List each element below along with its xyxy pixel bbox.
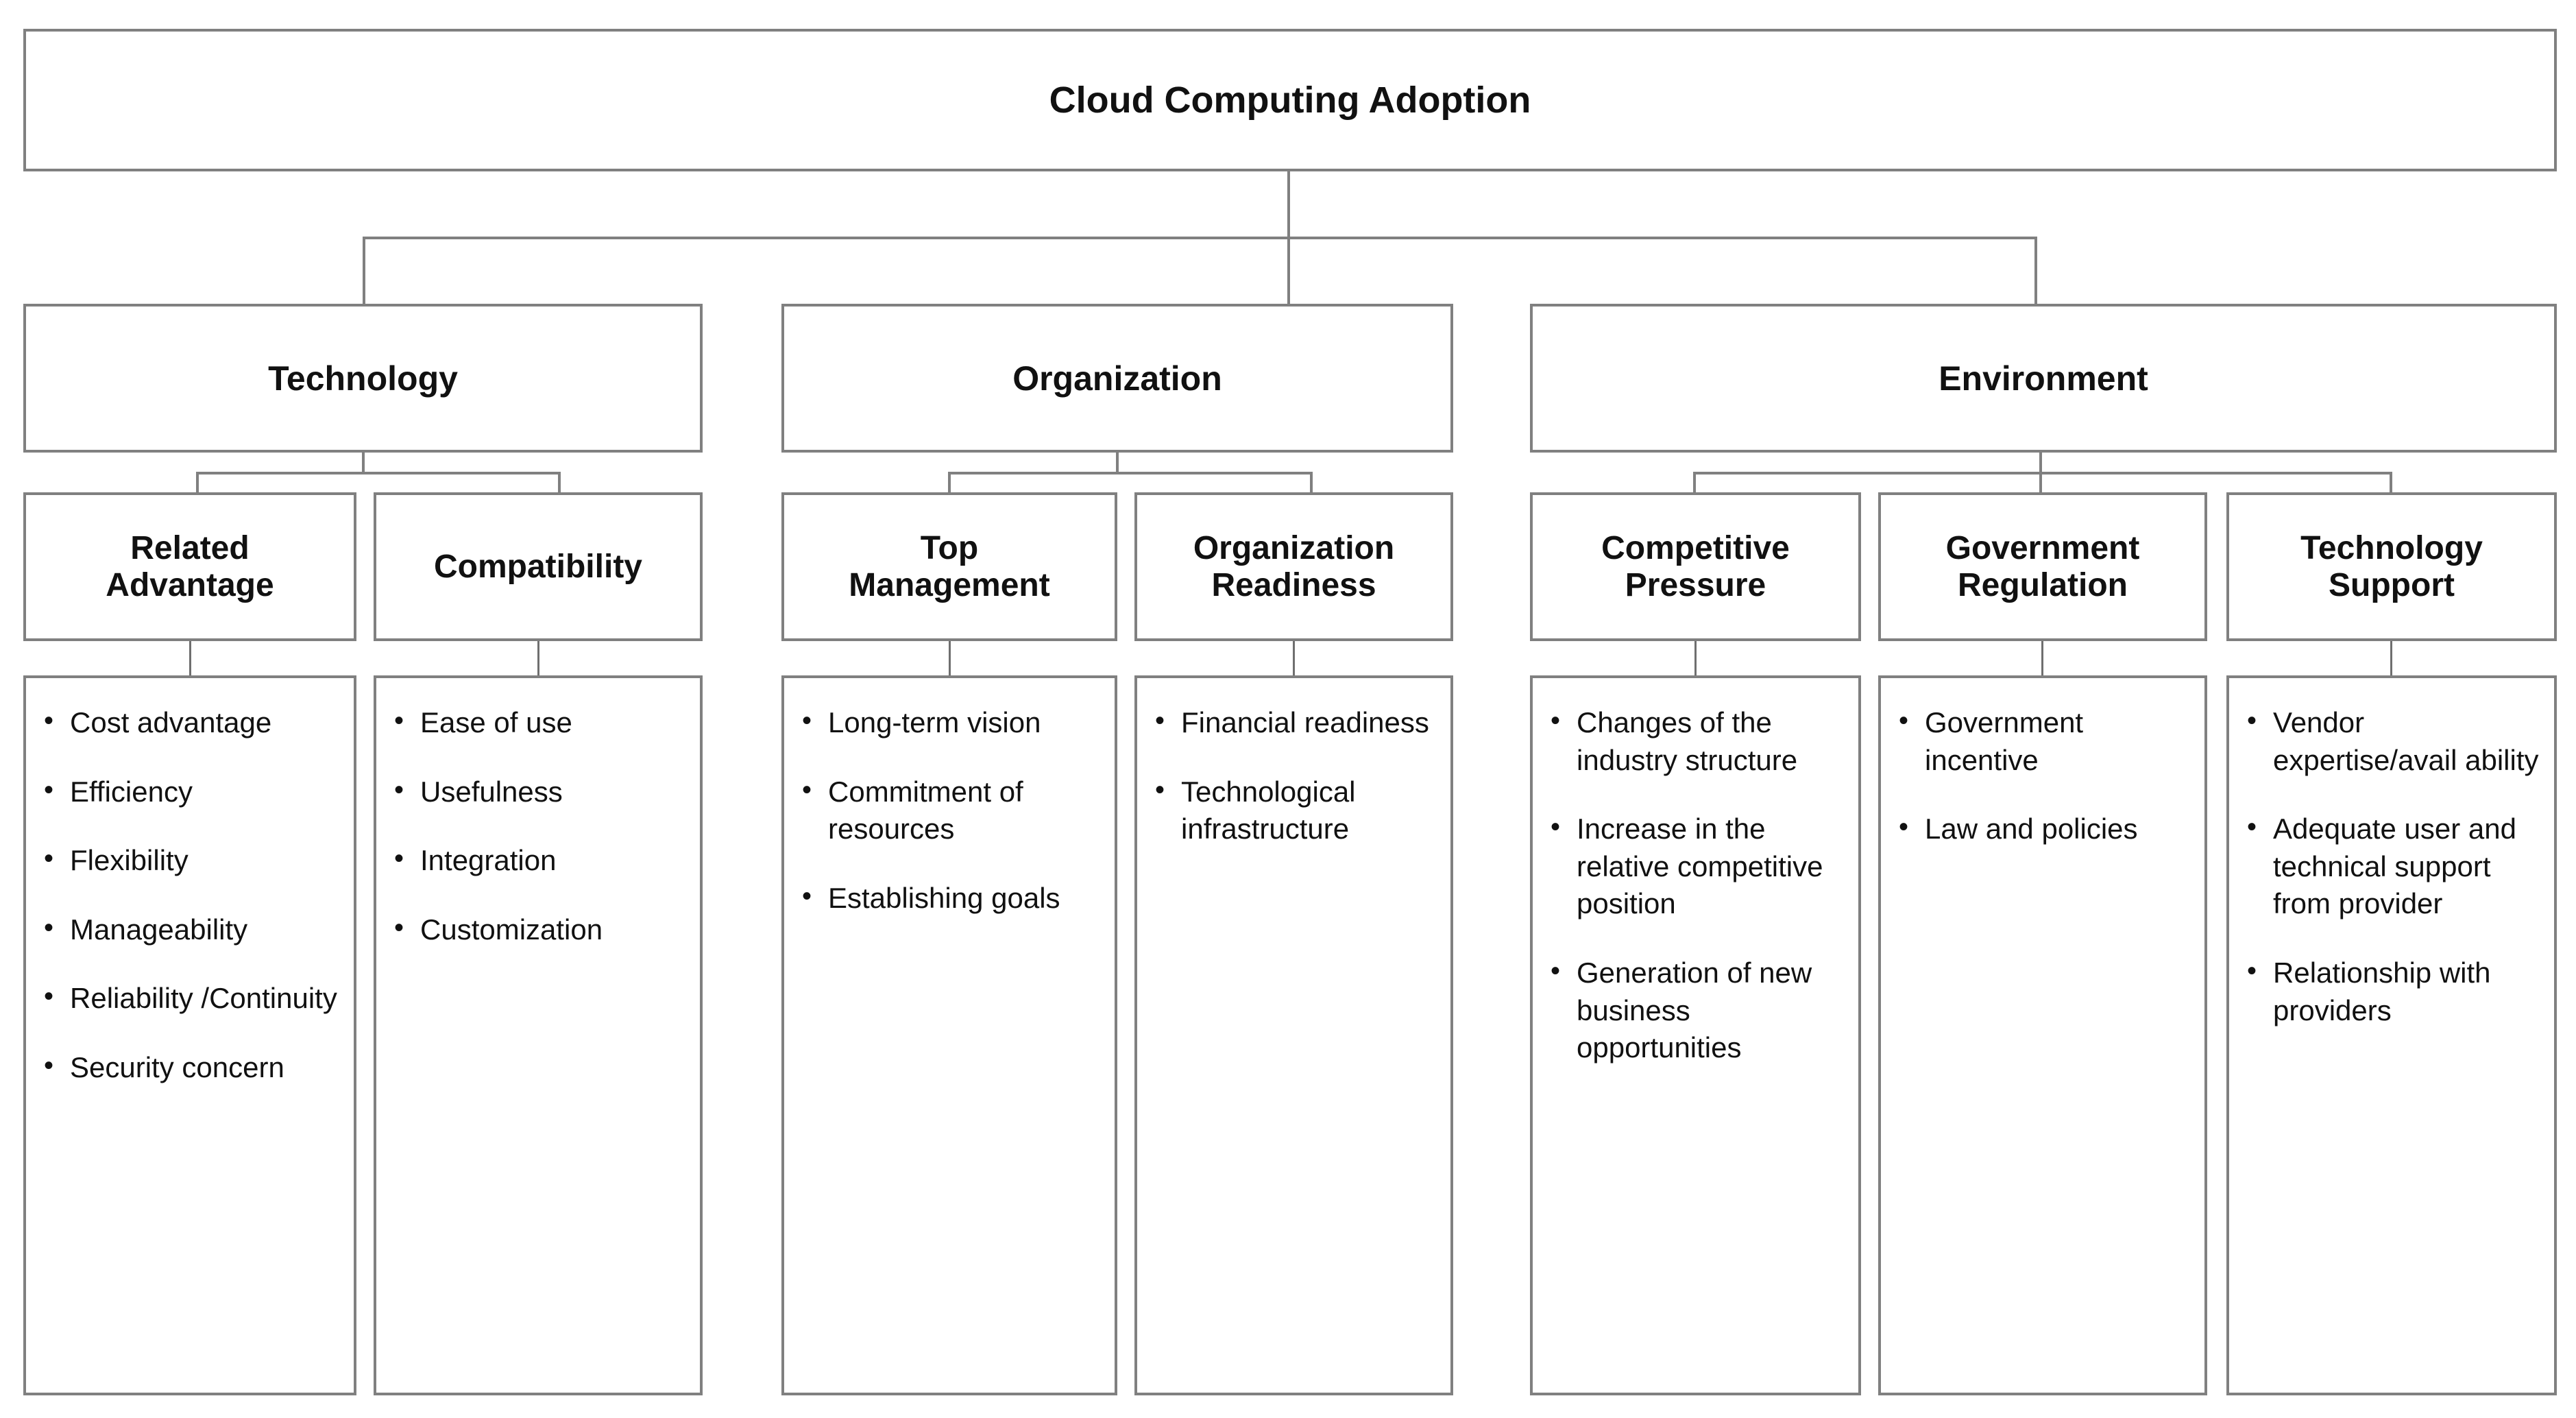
- list-item: Long-term vision: [797, 703, 1102, 742]
- list-item: Generation of new business opportunities: [1545, 953, 1846, 1067]
- node-factor-top-management[interactable]: Top Management: [781, 492, 1117, 641]
- list-item: Financial readiness: [1150, 703, 1438, 742]
- node-factor-compatibility[interactable]: Compatibility: [374, 492, 703, 641]
- node-branch-technology[interactable]: Technology: [23, 304, 703, 453]
- list-item: Usefulness: [389, 772, 688, 811]
- node-branch-environment[interactable]: Environment: [1530, 304, 2557, 453]
- bullet-list: Vendor expertise/avail abilityAdequate u…: [2241, 703, 2542, 1029]
- node-factor-top-management-label: Top Management: [849, 529, 1050, 603]
- list-item: Vendor expertise/avail ability: [2241, 703, 2542, 779]
- list-item: Integration: [389, 841, 688, 880]
- list-item: Government incentive: [1893, 703, 2192, 779]
- node-factor-related-advantage[interactable]: Related Advantage: [23, 492, 356, 641]
- connector-root-stem: [1287, 171, 1290, 239]
- bullet-list: Government incentiveLaw and policies: [1893, 703, 2192, 848]
- connector-government-regulation-to-list: [2041, 641, 2043, 675]
- list-compatibility: Ease of useUsefulnessIntegrationCustomiz…: [374, 675, 703, 1395]
- connector-environment-to-technology-support: [2390, 472, 2392, 494]
- list-item: Ease of use: [389, 703, 688, 742]
- node-branch-organization[interactable]: Organization: [781, 304, 1453, 453]
- connector-organization-bus: [949, 472, 1313, 474]
- node-root-label: Cloud Computing Adoption: [1049, 79, 1531, 121]
- connector-organization-readiness-to-list: [1293, 641, 1295, 675]
- node-branch-organization-label: Organization: [1012, 359, 1222, 398]
- list-competitive-pressure: Changes of the industry structureIncreas…: [1530, 675, 1861, 1395]
- list-item: Cost advantage: [38, 703, 341, 742]
- bullet-list: Ease of useUsefulnessIntegrationCustomiz…: [389, 703, 688, 949]
- list-item: Efficiency: [38, 772, 341, 811]
- list-item: Adequate user and technical support from…: [2241, 809, 2542, 923]
- list-item: Increase in the relative competitive pos…: [1545, 809, 1846, 923]
- list-item: Security concern: [38, 1048, 341, 1087]
- connector-technology-to-related-advantage: [196, 472, 199, 494]
- node-factor-technology-support-label: Technology Support: [2300, 529, 2483, 603]
- node-root-cloud-computing-adoption[interactable]: Cloud Computing Adoption: [23, 29, 2557, 171]
- list-item: Changes of the industry structure: [1545, 703, 1846, 779]
- connector-drop-technology: [363, 237, 365, 305]
- connector-technology-to-compatibility: [558, 472, 561, 494]
- connector-drop-organization: [1287, 237, 1290, 305]
- connector-technology-support-to-list: [2390, 641, 2392, 675]
- node-factor-government-regulation[interactable]: Government Regulation: [1878, 492, 2207, 641]
- list-item: Flexibility: [38, 841, 341, 880]
- connector-organization-stem: [1116, 453, 1119, 473]
- node-factor-competitive-pressure-label: Competitive Pressure: [1601, 529, 1790, 603]
- list-item: Reliability /Continuity: [38, 978, 341, 1018]
- connector-technology-stem: [362, 453, 365, 473]
- list-top-management: Long-term visionCommitment of resourcesE…: [781, 675, 1117, 1395]
- bullet-list: Long-term visionCommitment of resourcesE…: [797, 703, 1102, 917]
- bullet-list: Cost advantageEfficiencyFlexibilityManag…: [38, 703, 341, 1087]
- node-factor-related-advantage-label: Related Advantage: [106, 529, 274, 603]
- list-item: Customization: [389, 910, 688, 949]
- connector-competitive-pressure-to-list: [1694, 641, 1697, 675]
- node-factor-competitive-pressure[interactable]: Competitive Pressure: [1530, 492, 1861, 641]
- connector-top-management-to-list: [949, 641, 951, 675]
- list-item: Law and policies: [1893, 809, 2192, 848]
- node-factor-organization-readiness-label: Organization Readiness: [1193, 529, 1395, 603]
- connector-related-advantage-to-list: [189, 641, 191, 675]
- list-item: Establishing goals: [797, 878, 1102, 917]
- connector-environment-stem: [2039, 453, 2042, 473]
- connector-organization-to-top-management: [948, 472, 951, 494]
- list-item: Manageability: [38, 910, 341, 949]
- bullet-list: Financial readinessTechnological infrast…: [1150, 703, 1438, 848]
- bullet-list: Changes of the industry structureIncreas…: [1545, 703, 1846, 1067]
- node-branch-technology-label: Technology: [268, 359, 458, 398]
- node-factor-compatibility-label: Compatibility: [433, 548, 642, 585]
- connector-technology-bus: [197, 472, 561, 474]
- connector-environment-to-government-regulation: [2039, 472, 2042, 494]
- node-branch-environment-label: Environment: [1939, 359, 2148, 398]
- connector-compatibility-to-list: [537, 641, 539, 675]
- list-item: Technological infrastructure: [1150, 772, 1438, 848]
- list-organization-readiness: Financial readinessTechnological infrast…: [1134, 675, 1453, 1395]
- node-factor-government-regulation-label: Government Regulation: [1945, 529, 2140, 603]
- node-factor-organization-readiness[interactable]: Organization Readiness: [1134, 492, 1453, 641]
- connector-environment-bus: [1694, 472, 2392, 474]
- connector-drop-environment: [2034, 237, 2037, 305]
- node-factor-technology-support[interactable]: Technology Support: [2226, 492, 2557, 641]
- list-technology-support: Vendor expertise/avail abilityAdequate u…: [2226, 675, 2557, 1395]
- connector-environment-to-competitive-pressure: [1693, 472, 1696, 494]
- list-item: Commitment of resources: [797, 772, 1102, 848]
- connector-organization-to-organization-readiness: [1310, 472, 1313, 494]
- list-item: Relationship with providers: [2241, 953, 2542, 1029]
- connector-root-bus: [364, 237, 2037, 239]
- list-government-regulation: Government incentiveLaw and policies: [1878, 675, 2207, 1395]
- list-related-advantage: Cost advantageEfficiencyFlexibilityManag…: [23, 675, 356, 1395]
